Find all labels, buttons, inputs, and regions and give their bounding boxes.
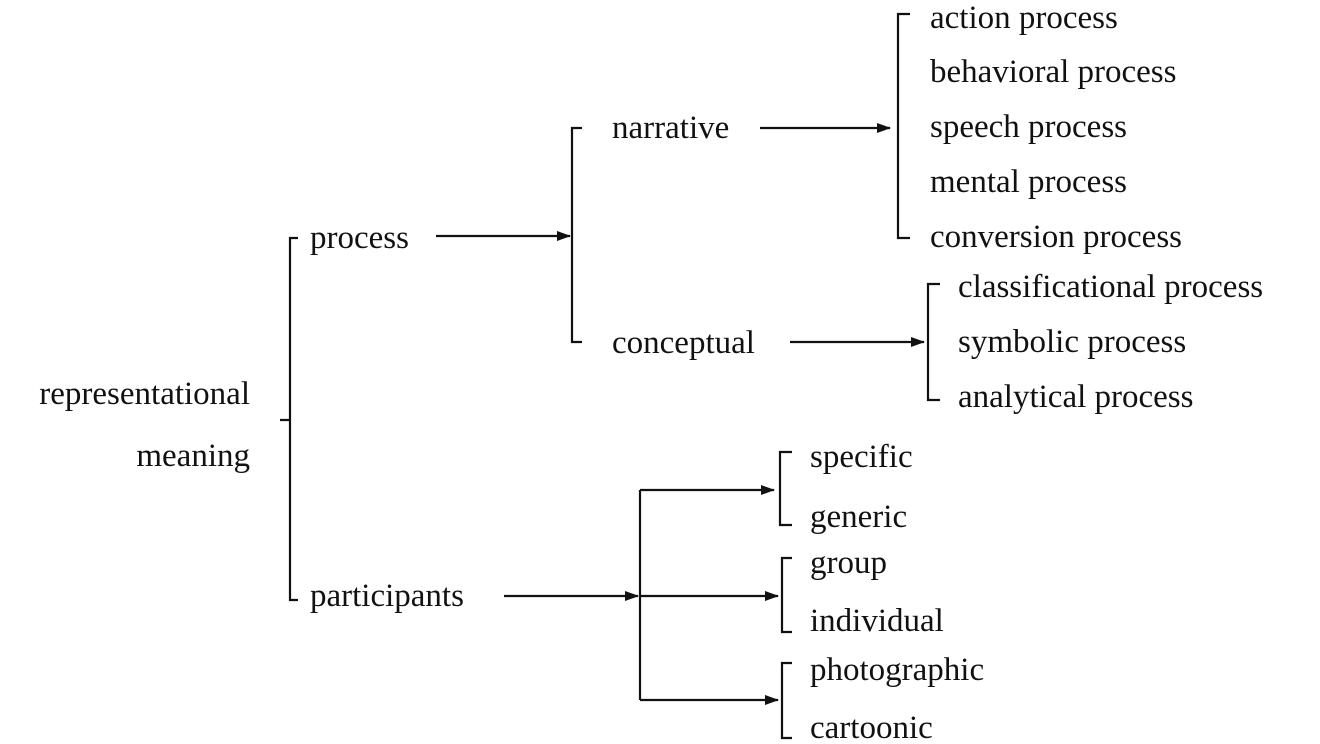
participants-label: participants <box>310 578 464 614</box>
participant-item: specific <box>810 439 913 475</box>
conceptual-item: analytical process <box>958 379 1193 415</box>
participant-group-bracket <box>780 556 792 634</box>
root-label-line1: representational <box>39 376 250 412</box>
participant-item: photographic <box>810 652 984 688</box>
narrative-item: behavioral process <box>930 54 1177 90</box>
narrative-label: narrative <box>612 110 729 146</box>
participant-item: group <box>810 545 887 581</box>
participant-group-bracket <box>780 661 792 740</box>
participant-group-bracket <box>778 450 792 527</box>
conceptual-label: conceptual <box>612 325 755 361</box>
process-label: process <box>310 220 409 256</box>
process-types-bracket <box>570 126 582 344</box>
participant-item: cartoonic <box>810 710 933 744</box>
narrative-item: action process <box>930 0 1118 36</box>
participant-item: individual <box>810 603 944 639</box>
conceptual-item: classificational process <box>958 269 1263 305</box>
participant-item: generic <box>810 499 907 535</box>
narrative-item: conversion process <box>930 219 1182 255</box>
conceptual-item: symbolic process <box>958 324 1186 360</box>
root-bracket <box>280 236 298 602</box>
narrative-item: speech process <box>930 109 1127 145</box>
root-label-line2: meaning <box>136 438 250 474</box>
narrative-items-bracket <box>896 12 910 240</box>
conceptual-items-bracket <box>926 282 940 402</box>
narrative-item: mental process <box>930 164 1127 200</box>
